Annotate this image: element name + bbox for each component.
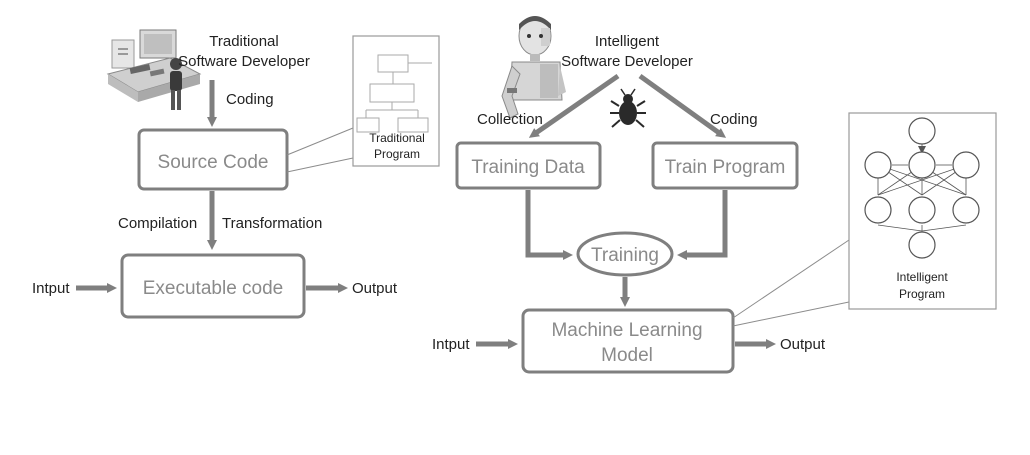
train-program-box (651, 141, 799, 190)
training-data-to-training-arrow (525, 190, 573, 260)
collection-label: Collection (477, 111, 543, 128)
model-label-line2: Model (601, 345, 653, 366)
machine-learning-model-box (521, 308, 735, 374)
training-ellipse (576, 231, 674, 277)
executable-code-box (120, 253, 306, 319)
traditional-program-label-line2: Program (374, 147, 420, 161)
intelligent-developer-label-line2: Software Developer (561, 53, 693, 70)
intelligent-input-label: Intput (432, 336, 470, 353)
traditional-output-label: Output (352, 280, 398, 297)
transformation-label: Transformation (222, 215, 322, 232)
compilation-label: Compilation (118, 215, 197, 232)
traditional-program-panel (352, 35, 440, 167)
neural-network-icon (864, 117, 980, 259)
developer-at-desk-icon (106, 29, 202, 110)
zoom-line-nn-bottom (732, 301, 850, 327)
train-program-label: Train Program (665, 157, 786, 178)
training-data-box (455, 141, 602, 190)
training-data-label: Training Data (471, 157, 585, 178)
traditional-developer-label-line2: Software Developer (178, 53, 310, 70)
intelligent-program-label-line2: Program (899, 287, 945, 301)
traditional-program-label-line1: Traditional (369, 131, 425, 145)
intelligent-program-label-line1: Intelligent (896, 270, 948, 284)
traditional-coding-label: Coding (226, 91, 274, 108)
zoom-line-nn-top (732, 239, 850, 319)
intelligent-developer-label-line1: Intelligent (595, 33, 660, 50)
source-code-label: Source Code (158, 152, 269, 173)
source-code-box (137, 128, 289, 191)
executable-code-label: Executable code (143, 278, 284, 299)
coding-arrow-intelligent (638, 73, 727, 138)
traditional-developer-label-line1: Traditional (209, 33, 278, 50)
robot-developer-icon (501, 16, 566, 119)
intelligent-output-label: Output (780, 336, 826, 353)
model-label-line1: Machine Learning (551, 320, 702, 341)
zoom-line-bottom (286, 157, 354, 173)
traditional-input-label: Intput (32, 280, 70, 297)
training-label: Training (591, 245, 659, 266)
bug-icon (610, 88, 646, 128)
collection-arrow (528, 73, 620, 138)
flowchart-icon (356, 54, 432, 133)
train-program-to-training-arrow (677, 190, 728, 260)
intelligent-coding-label: Coding (710, 111, 758, 128)
zoom-line-top (286, 127, 354, 156)
